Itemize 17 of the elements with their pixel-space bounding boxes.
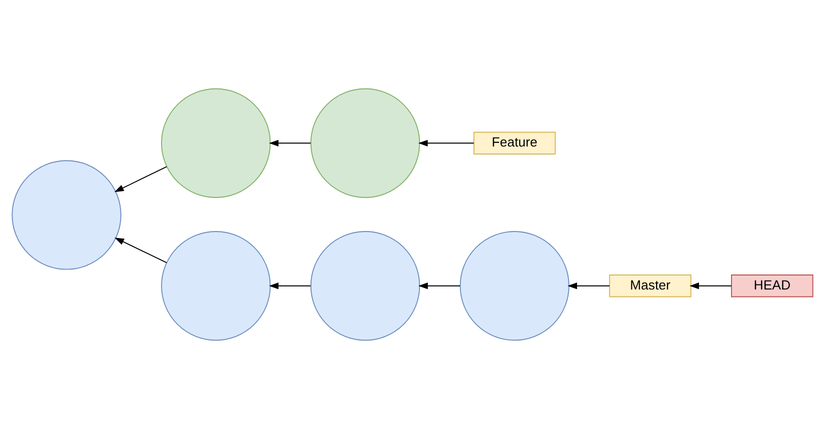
node-box: Master bbox=[609, 274, 692, 297]
arrow bbox=[418, 139, 474, 146]
node-circle bbox=[12, 160, 122, 270]
arrow bbox=[114, 166, 168, 192]
node-box: HEAD bbox=[731, 274, 814, 297]
arrow bbox=[269, 139, 312, 146]
arrow bbox=[568, 282, 610, 289]
node-circle bbox=[161, 230, 271, 340]
node-circle bbox=[310, 230, 420, 340]
node-circle bbox=[460, 230, 570, 340]
arrow bbox=[114, 237, 168, 263]
node-box: Feature bbox=[473, 131, 556, 154]
node-circle bbox=[161, 88, 271, 198]
arrow bbox=[418, 282, 460, 289]
arrow bbox=[269, 282, 312, 289]
node-circle bbox=[310, 88, 420, 198]
arrow bbox=[690, 282, 732, 289]
